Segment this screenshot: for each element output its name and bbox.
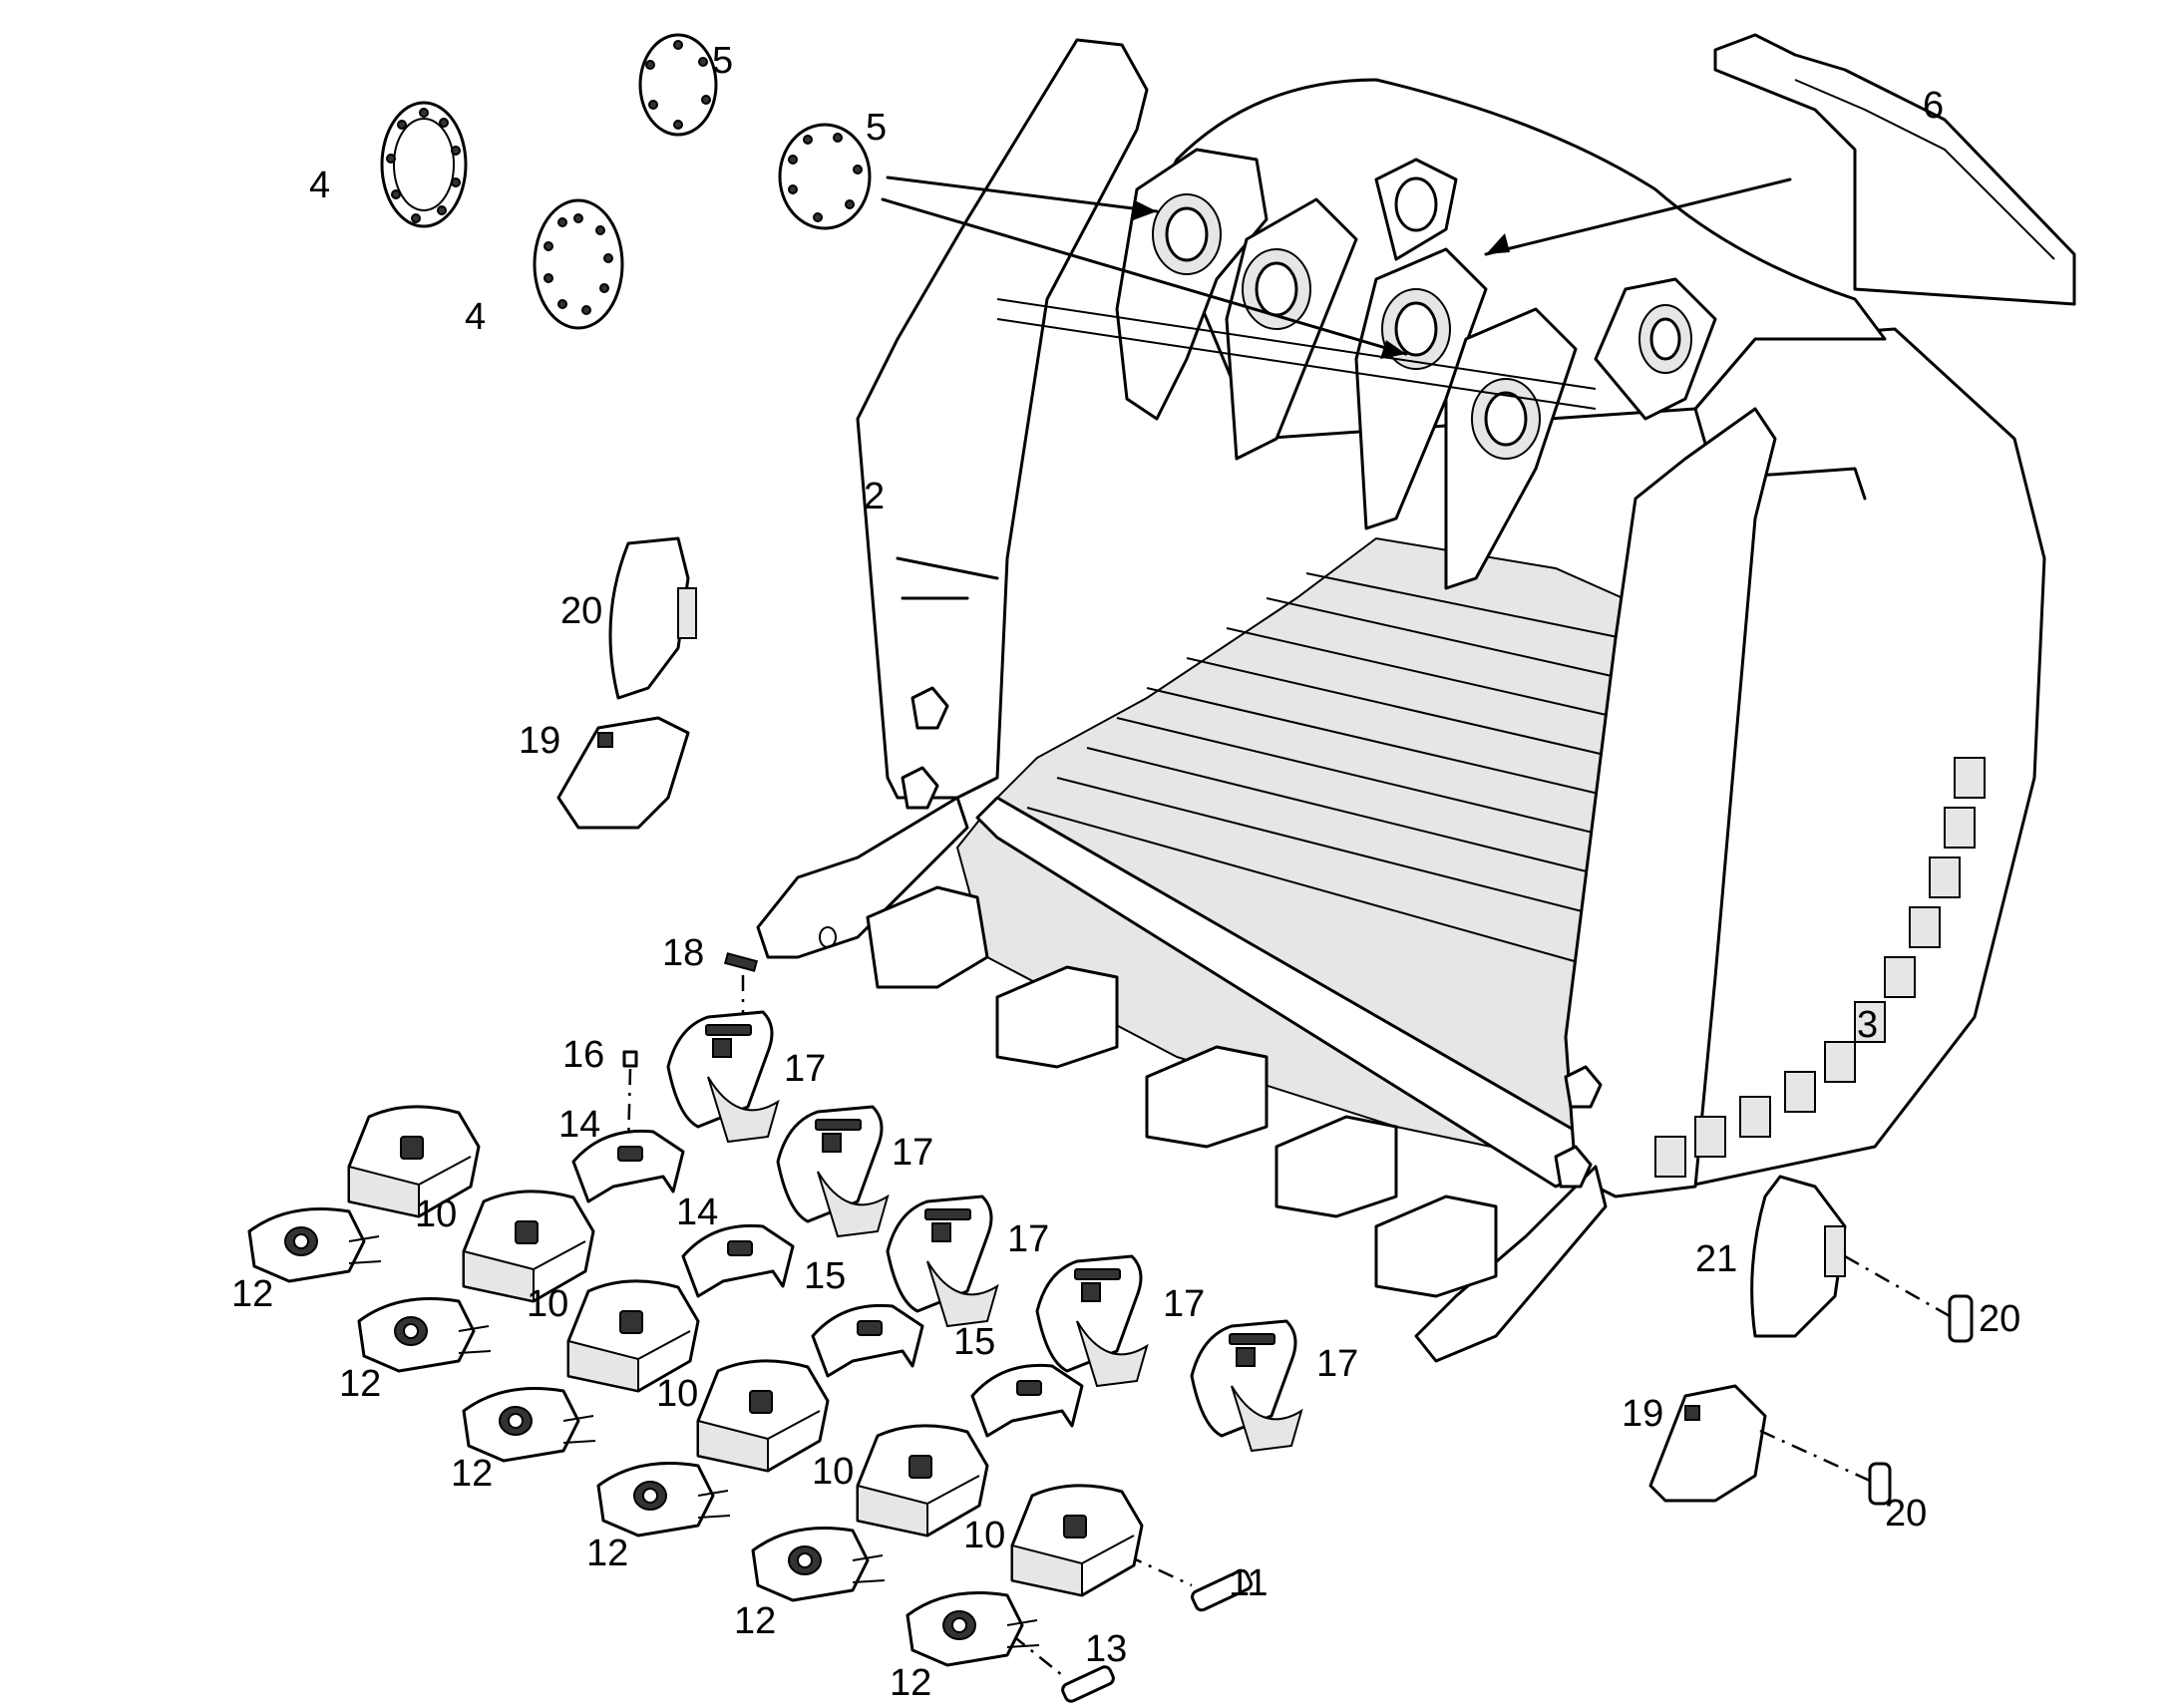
adapter-12f [906, 1591, 1041, 1667]
label-10d: 10 [812, 1451, 854, 1493]
label-12d: 12 [586, 1533, 628, 1574]
label-18: 18 [662, 932, 704, 974]
heel-shroud-20 [608, 536, 697, 700]
label-21: 21 [1695, 1238, 1737, 1280]
shroud-17a [666, 1010, 780, 1144]
label-20b: 20 [1979, 1298, 2020, 1340]
label-10b: 10 [527, 1283, 568, 1325]
wear-cap-15b [970, 1363, 1084, 1438]
adapter-12c [462, 1387, 597, 1463]
label-12b: 12 [339, 1363, 381, 1405]
label-2: 2 [864, 476, 885, 517]
shroud-17e [1190, 1319, 1303, 1453]
side-cutter-segments [1654, 757, 1986, 1178]
heel-shroud-19b [1648, 1384, 1767, 1503]
pins-20 [1868, 1294, 1974, 1506]
flange-plate-4b [533, 198, 624, 330]
heel-shroud-19 [556, 716, 690, 830]
label-6: 6 [1923, 85, 1944, 127]
label-19a: 19 [519, 720, 560, 762]
label-20a: 20 [560, 590, 602, 632]
label-12a: 12 [231, 1273, 273, 1315]
hinge-ears [996, 148, 1717, 590]
label-15b: 15 [953, 1321, 995, 1363]
label-17e: 17 [1316, 1343, 1358, 1385]
flange-plate-4a [380, 101, 468, 228]
label-10e: 10 [963, 1515, 1005, 1556]
label-17b: 17 [892, 1132, 933, 1174]
label-19b: 19 [1622, 1393, 1663, 1435]
cover-plate-5b [778, 123, 872, 230]
label-11: 11 [1229, 1562, 1268, 1604]
bucket-body [756, 38, 2046, 1363]
assembly-lines [626, 975, 1951, 1676]
label-12e: 12 [734, 1600, 776, 1642]
wear-cap-15a [811, 1303, 924, 1378]
label-12c: 12 [451, 1453, 493, 1495]
adapter-12b [357, 1297, 493, 1373]
pins-11-13 [1061, 1568, 1253, 1703]
label-16: 16 [562, 1034, 604, 1076]
label-12f: 12 [890, 1662, 931, 1704]
label-10a: 10 [415, 1194, 457, 1235]
label-5b: 5 [866, 107, 887, 149]
label-4a: 4 [309, 165, 330, 206]
shroud-17c [886, 1195, 999, 1328]
label-17c: 17 [1007, 1218, 1049, 1260]
wear-cap-14b [681, 1223, 795, 1298]
wear-bar-6 [1713, 33, 2076, 306]
adapter-12d [596, 1462, 732, 1537]
label-17a: 17 [784, 1048, 826, 1090]
callout-labels: 2 3 4 4 5 5 6 10 10 10 10 10 11 12 12 12… [231, 40, 2020, 1704]
lock-pieces [622, 952, 759, 1068]
cover-plate-5a [638, 33, 718, 137]
label-4b: 4 [465, 296, 486, 338]
label-15a: 15 [804, 1255, 846, 1297]
tooth-10a [347, 1105, 481, 1218]
label-13: 13 [1085, 1628, 1127, 1670]
label-10c: 10 [656, 1373, 698, 1415]
label-5a: 5 [712, 40, 733, 82]
shroud-17b [776, 1105, 890, 1238]
tooth-10f [1010, 1484, 1144, 1597]
tooth-10d [696, 1359, 830, 1473]
adapter-12a [247, 1207, 383, 1283]
label-14a: 14 [558, 1104, 600, 1146]
label-17d: 17 [1163, 1283, 1205, 1325]
leader-arrows [881, 175, 1792, 359]
label-20c: 20 [1885, 1493, 1927, 1535]
label-3: 3 [1857, 1004, 1878, 1046]
adapter-12e [751, 1527, 887, 1602]
lip-adapters [866, 885, 1498, 1298]
label-14b: 14 [676, 1192, 718, 1233]
heel-shroud-21 [1750, 1175, 1847, 1338]
